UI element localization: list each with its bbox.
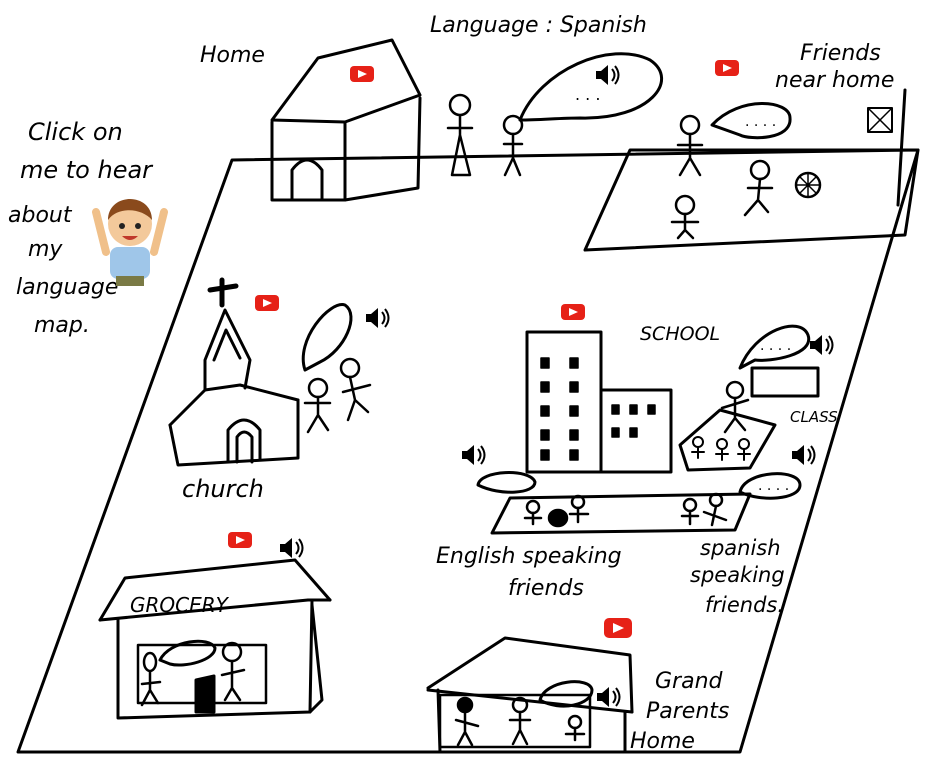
intro-line1: Click on: [28, 118, 123, 146]
grandparents-speech-bubble: [538, 680, 594, 708]
teacher-figure: [720, 380, 750, 434]
friends-field: [583, 148, 920, 252]
svg-text:. . .: . . .: [575, 85, 600, 104]
friends-figures: [670, 114, 822, 240]
intro-line2: me to hear: [20, 156, 154, 184]
home-video-play-icon[interactable]: [350, 66, 374, 82]
grocery-video-play-icon[interactable]: [228, 532, 252, 548]
spanish-friends-label-line1: spanish: [700, 536, 781, 560]
map-title: Language : Spanish: [430, 13, 647, 38]
narrator-avatar[interactable]: [92, 199, 168, 286]
spanish-friends-speaker-icon[interactable]: [792, 445, 816, 465]
grandparents-label-line2: Parents: [646, 699, 729, 724]
english-speech-bubble: [476, 471, 537, 494]
grandparents-speaker-icon[interactable]: [597, 687, 621, 707]
grandparents-house: [426, 636, 634, 754]
svg-text:. . . .: . . . .: [758, 478, 789, 494]
school-speaker-icon[interactable]: [810, 335, 834, 355]
school-speech-bubble: [738, 324, 811, 370]
intro-line5: language: [16, 275, 118, 300]
english-friends-label-line1: English speaking: [436, 544, 622, 569]
class-students: [691, 436, 751, 461]
grandparents-label-line1: Grand: [655, 669, 724, 694]
grocery-label: GROCERY: [130, 593, 230, 617]
hoop-pole: [896, 88, 907, 207]
home-label: Home: [200, 43, 265, 68]
church-speaker-icon[interactable]: [366, 308, 390, 328]
friends-speech-bubble: [710, 102, 792, 140]
friends-label-line1: Friends: [800, 41, 881, 66]
platform-figures: [523, 492, 728, 528]
grocery-speech-bubble: [158, 639, 217, 667]
spanish-speech-bubble: [738, 472, 802, 500]
intro-line6: map.: [34, 313, 90, 338]
grandparents-label-line3: Home: [630, 729, 695, 754]
grandparents-video-play-icon[interactable]: [604, 618, 632, 638]
spanish-friends-label-line2: speaking: [690, 563, 785, 587]
grocery-store: [98, 558, 332, 720]
friends-label-line2: near home: [775, 68, 894, 93]
child-figure: [502, 114, 524, 177]
svg-text:. . . .: . . . .: [745, 114, 776, 130]
friends-video-play-icon[interactable]: [715, 60, 739, 76]
english-friends-label-line2: friends: [508, 576, 584, 601]
class-label: CLASS: [790, 408, 838, 426]
school-building: [525, 330, 673, 474]
church-speech-bubble: [301, 303, 353, 372]
parent-figure: [446, 93, 474, 177]
intro-line3: about: [8, 203, 73, 228]
church-figures: [303, 357, 372, 434]
church-building: [168, 277, 300, 467]
svg-text:. . . .: . . . .: [760, 338, 791, 354]
class-board: [750, 366, 820, 398]
school-video-play-icon[interactable]: [561, 304, 585, 320]
grandparents-figures: [454, 696, 586, 747]
hoop-net: [867, 107, 893, 133]
class-area: [678, 408, 777, 472]
church-label: church: [182, 475, 264, 503]
home-speech-bubble: [518, 52, 663, 122]
grocery-speaker-icon[interactable]: [280, 538, 304, 558]
home-house: [270, 38, 422, 202]
school-label: SCHOOL: [640, 323, 720, 345]
intro-line4: my: [28, 237, 63, 262]
english-friends-platform: [490, 492, 752, 535]
home-speaker-icon[interactable]: [596, 65, 620, 85]
english-friends-speaker-icon[interactable]: [462, 445, 486, 465]
spanish-friends-label-line3: friends.: [705, 593, 784, 617]
church-video-play-icon[interactable]: [255, 295, 279, 311]
grocery-figures: [140, 641, 246, 707]
